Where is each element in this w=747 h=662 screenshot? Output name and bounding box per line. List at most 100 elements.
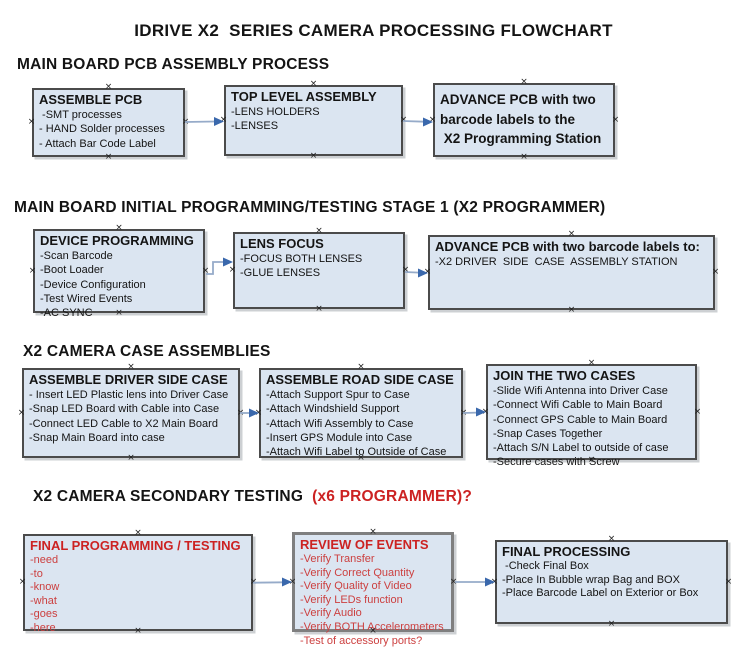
connection-handle-icon: ×	[423, 267, 432, 277]
box-title: FINAL PROCESSING	[502, 544, 631, 559]
connection-handle-icon: ×	[315, 304, 323, 314]
flow-arrow[interactable]	[252, 577, 292, 587]
flow-arrow[interactable]	[240, 408, 259, 418]
box-item: - Insert LED Plastic lens into Driver Ca…	[29, 389, 229, 401]
box-item: -Slide Wifi Antenna into Driver Case	[493, 385, 668, 397]
box-item: -Place Barcode Label on Exterior or Box	[502, 587, 699, 600]
connection-handle-icon: ×	[567, 229, 576, 239]
box-advance-pcb-driver-side-station[interactable]: ADVANCE PCB with two barcode labels to: …	[424, 230, 720, 315]
box-assemble-road-side-case[interactable]: ASSEMBLE ROAD SIDE CASE -Attach Support …	[255, 363, 468, 463]
page-title: IDRIVE X2 SERIES CAMERA PROCESSING FLOWC…	[134, 21, 613, 40]
box-item: -GLUE LENSES	[240, 267, 321, 280]
box-item: -Snap Main Board into case	[29, 431, 165, 444]
box-item: -Secure cases with Screw	[493, 456, 620, 469]
box-item: -Verify Quality of Video	[300, 580, 412, 593]
box-item: -AC SYNC	[40, 307, 93, 320]
box-item: -Verify BOTH Accelerometers	[300, 620, 444, 633]
connection-handle-icon: ×	[724, 576, 733, 587]
box-item: -Verify Transfer	[300, 553, 375, 565]
box-item: - HAND Solder processes	[39, 123, 165, 136]
box-item: -to	[30, 567, 43, 580]
box-item: -Verify Correct Quantity	[300, 566, 415, 579]
connection-handle-icon: ×	[104, 82, 113, 92]
box-title: DEVICE PROGRAMMING	[40, 233, 194, 248]
section-heading-text: X2 CAMERA SECONDARY TESTING	[33, 488, 313, 505]
box-item: -need	[30, 554, 59, 566]
section-heading-pcb-assembly: MAIN BOARD PCB ASSEMBLY PROCESS	[17, 56, 330, 73]
box-line: X2 Programming Station	[440, 131, 602, 146]
box-item: -Boot Loader	[40, 264, 104, 277]
box-item: -Attach Wifi Assembly to Case	[266, 417, 414, 430]
connection-handle-icon: ×	[607, 619, 616, 629]
connection-handle-icon: ×	[449, 576, 458, 587]
connection-handle-icon: ×	[127, 453, 135, 463]
box-final-programming-testing[interactable]: FINAL PROGRAMMING / TESTING -need -to -k…	[19, 529, 258, 636]
flow-arrow[interactable]	[184, 117, 224, 126]
connection-handle-icon: ×	[693, 406, 702, 417]
box-item: -Place In Bubble wrap Bag and BOX	[502, 573, 680, 586]
box-item: -Attach S/N Label to outside of case	[493, 442, 669, 455]
box-item: -goes	[30, 608, 58, 621]
connection-handle-icon: ×	[236, 407, 245, 418]
connection-handle-icon: ×	[104, 152, 113, 162]
connection-handle-icon: ×	[17, 407, 26, 418]
box-item: -X2 DRIVER SIDE CASE ASSEMBLY STATION	[435, 256, 678, 268]
connection-handle-icon: ×	[459, 407, 468, 418]
box-lens-focus[interactable]: LENS FOCUS -FOCUS BOTH LENSES -GLUE LENS…	[229, 227, 410, 314]
connection-handle-icon: ×	[309, 151, 318, 161]
connection-handle-icon: ×	[127, 362, 135, 372]
box-review-of-events[interactable]: REVIEW OF EVENTS -Verify Transfer -Verif…	[289, 528, 458, 647]
box-join-the-two-cases[interactable]: JOIN THE TWO CASES -Slide Wifi Antenna i…	[482, 359, 702, 469]
box-title: ASSEMBLE DRIVER SIDE CASE	[29, 372, 228, 387]
connection-handle-icon: ×	[520, 152, 528, 162]
box-title: ADVANCE PCB with two barcode labels to:	[435, 239, 700, 254]
flow-arrow[interactable]	[455, 577, 495, 587]
box-title: REVIEW OF EVENTS	[300, 537, 429, 552]
box-item: -what	[30, 594, 57, 607]
connection-handle-icon: ×	[219, 115, 228, 125]
connection-handle-icon: ×	[315, 226, 323, 236]
box-assemble-driver-side-case[interactable]: ASSEMBLE DRIVER SIDE CASE - Insert LED P…	[18, 363, 245, 463]
connection-handle-icon: ×	[587, 358, 596, 368]
connection-handle-icon: ×	[27, 117, 36, 127]
connection-handle-icon: ×	[309, 79, 318, 89]
section-heading-initial-programming: MAIN BOARD INITIAL PROGRAMMING/TESTING S…	[14, 199, 606, 216]
connection-handle-icon: ×	[520, 77, 528, 87]
section-heading-secondary-testing: X2 CAMERA SECONDARY TESTING (x6 PROGRAMM…	[33, 488, 472, 506]
connection-handle-icon: ×	[18, 577, 27, 587]
box-top-level-assembly[interactable]: TOP LEVEL ASSEMBLY -LENS HOLDERS -LENSES…	[220, 80, 408, 161]
box-item: -Insert GPS Module into Case	[266, 431, 413, 444]
connection-handle-icon: ×	[201, 265, 210, 276]
box-final-processing[interactable]: FINAL PROCESSING -Check Final Box -Place…	[491, 535, 733, 629]
connection-handle-icon: ×	[369, 527, 377, 537]
box-item: -Connect GPS Cable to Main Board	[493, 413, 668, 426]
box-item: - Attach Bar Code Label	[39, 137, 156, 150]
box-item: -Connect LED Cable to X2 Main Board	[29, 417, 218, 430]
flow-arrow-elbow[interactable]	[206, 257, 233, 275]
box-assemble-pcb[interactable]: ASSEMBLE PCB -SMT processes - HAND Solde…	[28, 83, 190, 162]
connection-handle-icon: ×	[611, 114, 620, 125]
box-line: barcode labels to the	[440, 111, 576, 127]
box-item: -Snap LED Board with Cable into Case	[29, 403, 220, 416]
box-line: ADVANCE PCB with two	[440, 92, 596, 107]
box-item: -Snap Cases Together	[493, 427, 603, 440]
connection-handle-icon: ×	[181, 117, 190, 127]
connection-handle-icon: ×	[567, 305, 576, 315]
box-title: TOP LEVEL ASSEMBLY	[231, 89, 377, 104]
connection-handle-icon: ×	[428, 114, 437, 125]
flow-arrow[interactable]	[462, 407, 486, 417]
box-item: -LENS HOLDERS	[231, 106, 320, 118]
connection-handle-icon: ×	[288, 576, 297, 587]
box-item: -Verify Audio	[300, 607, 362, 620]
connection-handle-icon: ×	[357, 362, 365, 372]
box-item: -Test of accessory ports?	[300, 634, 423, 647]
box-item: -know	[30, 581, 60, 594]
section-heading-case-assemblies: X2 CAMERA CASE ASSEMBLIES	[23, 343, 271, 360]
box-device-programming[interactable]: DEVICE PROGRAMMING -Scan Barcode -Boot L…	[29, 224, 210, 320]
flow-arrow[interactable]	[404, 268, 428, 278]
flow-arrow[interactable]	[402, 117, 433, 127]
box-advance-pcb-programming-station[interactable]: ADVANCE PCB with two barcode labels to t…	[429, 78, 620, 162]
box-title: ASSEMBLE PCB	[39, 92, 143, 107]
connection-handle-icon: ×	[399, 115, 408, 125]
box-item: -SMT processes	[39, 109, 122, 121]
